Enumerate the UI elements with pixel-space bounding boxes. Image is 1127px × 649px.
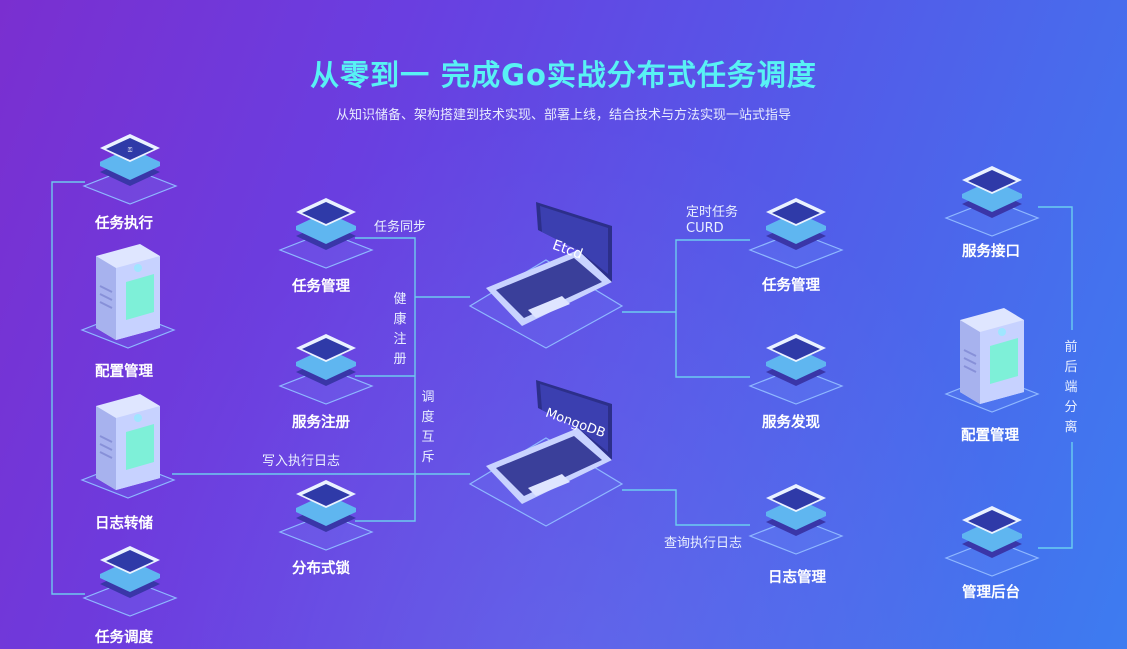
- stack-icon: [278, 328, 374, 408]
- laptop-etcd: Etcd: [466, 200, 626, 350]
- stack-icon: [944, 160, 1040, 240]
- stack-icon: ⚿: [82, 128, 178, 208]
- page-subtitle: 从知识储备、架构搭建到技术实现、部署上线，结合技术与方法实现一站式指导: [335, 108, 791, 123]
- stack-icon: [748, 328, 844, 408]
- label-admin-backend: 管理后台: [962, 585, 1020, 601]
- page-title: 从零到一 完成Go实战分布式任务调度: [310, 58, 817, 92]
- label-dist-lock: 分布式锁: [292, 561, 350, 577]
- label-service-discovery: 服务发现: [762, 415, 820, 431]
- edge-query-log: 查询执行日志: [664, 536, 743, 551]
- label-config-mgmt-right: 配置管理: [961, 428, 1019, 444]
- edge-fe-be-split: 前后端分离: [1064, 340, 1078, 435]
- stack-icon: [278, 474, 374, 554]
- edge-health-reg: 健康注册: [393, 292, 407, 367]
- label-task-schedule: 任务调度: [95, 630, 153, 646]
- label-service-reg: 服务注册: [292, 415, 350, 431]
- label-task-mgmt-right: 任务管理: [762, 278, 820, 294]
- server-icon: [944, 306, 1040, 418]
- label-service-api: 服务接口: [962, 244, 1020, 260]
- edge-task-sync: 任务同步: [374, 220, 427, 235]
- laptop-mongodb: MongoDB: [466, 378, 626, 528]
- stack-icon: [82, 540, 178, 620]
- server-icon: [80, 242, 176, 354]
- label-log-mgmt: 日志管理: [768, 570, 826, 586]
- server-icon: [80, 392, 176, 504]
- label-config-mgmt-left: 配置管理: [95, 364, 153, 380]
- stack-icon: [278, 192, 374, 272]
- stack-icon: [748, 192, 844, 272]
- label-task-mgmt-mid: 任务管理: [292, 279, 350, 295]
- label-log-dump: 日志转储: [95, 516, 153, 532]
- svg-text:⚿: ⚿: [128, 147, 133, 154]
- stack-icon: [748, 478, 844, 558]
- stack-icon: [944, 500, 1040, 580]
- edge-sched-mutex: 调度互斥: [421, 390, 435, 465]
- edge-curd: CURD: [686, 221, 724, 236]
- edge-timed-task: 定时任务: [686, 205, 739, 220]
- label-task-exec: 任务执行: [95, 216, 153, 232]
- edge-write-log: 写入执行日志: [262, 454, 341, 469]
